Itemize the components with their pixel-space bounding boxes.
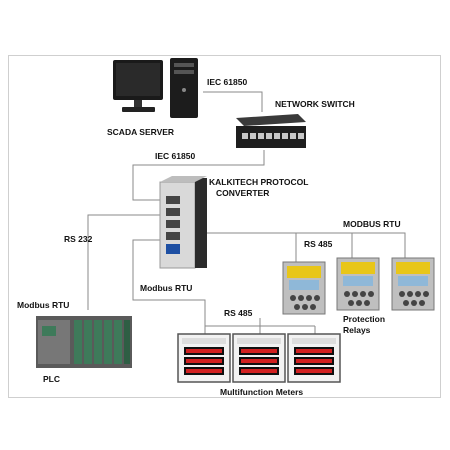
multifunction-meter-3-icon <box>287 333 341 383</box>
network-switch-icon <box>236 114 306 148</box>
modbus-rtu-mid-label: Modbus RTU <box>140 283 193 293</box>
modbus-rtu-left-label: Modbus RTU <box>17 300 70 310</box>
scada-server-icon <box>113 58 198 118</box>
protection-relay-1-icon <box>282 261 326 315</box>
rs485-bottom-label: RS 485 <box>224 308 253 318</box>
network-switch-label: NETWORK SWITCH <box>275 99 355 109</box>
scada-server-label: SCADA SERVER <box>107 127 175 137</box>
protection-relays-label-line2: Relays <box>343 325 371 335</box>
converter-label-line2: CONVERTER <box>216 188 270 198</box>
multifunction-meters-label: Multifunction Meters <box>220 387 304 397</box>
protection-relay-3-icon <box>391 257 435 311</box>
protection-relay-2-icon <box>336 257 380 311</box>
connection-lines <box>87 91 406 334</box>
rs232-label: RS 232 <box>64 234 93 244</box>
plc-label: PLC <box>43 374 60 384</box>
iec-61850-mid-label: IEC 61850 <box>155 151 196 161</box>
protection-relays-label-line1: Protection <box>343 314 386 324</box>
iec-61850-top-label: IEC 61850 <box>207 77 248 87</box>
multifunction-meter-1-icon <box>177 333 231 383</box>
link-converter-plc <box>87 214 160 310</box>
multifunction-meter-2-icon <box>232 333 286 383</box>
rs485-right-label: RS 485 <box>304 239 333 249</box>
modbus-rtu-right-label: MODBUS RTU <box>343 219 401 229</box>
diagram-frame <box>8 55 441 398</box>
converter-label-line1: KALKITECH PROTOCOL <box>209 177 309 187</box>
protocol-converter-icon <box>159 176 207 269</box>
plc-icon <box>36 316 132 368</box>
link-server-switch <box>203 91 263 112</box>
link-switch-converter <box>132 150 265 201</box>
link-converter-meters <box>132 239 206 318</box>
link-meters-bus <box>204 318 315 327</box>
link-converter-relays <box>205 232 406 258</box>
